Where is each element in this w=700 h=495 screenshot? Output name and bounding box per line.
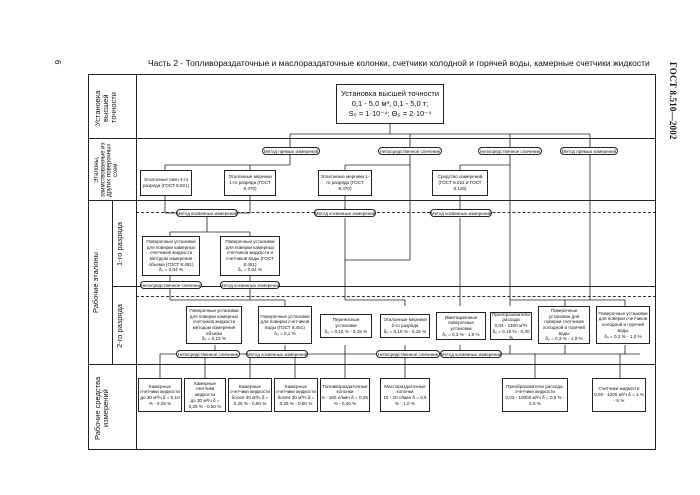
instrument-spec: 0,06 - 1200 м³/ч δ = 1 % - 5 % [594, 392, 644, 403]
grade2-accuracy: δ₀ = 0,15 % [201, 336, 226, 342]
grade2-accuracy: δ₀ = 0,10 % - 0,15 % [383, 328, 427, 334]
method-direct-oval: Метод прямых измерений [262, 147, 320, 155]
instrument-name: Камерные счетчики жидкости [276, 383, 316, 395]
method-volume-oval: Метод косвенных измерений [246, 350, 308, 358]
grade2-name: Поверочные установки для поверки счетчик… [598, 310, 648, 333]
instrument-spec: 10 - 20 л/мин δ = 0,5 % - 1,0 % [383, 395, 427, 406]
grade1-setup-box: Поверочные установки для поверки камерны… [220, 236, 280, 276]
grade2-accuracy: 0,03 - 1400 м³/ч δ₀ = 0,15 % - 0,30 % [492, 323, 530, 340]
borrowed-standard-box: Эталонные мерники 1-го разряда (ГОСТ 8.4… [224, 170, 276, 196]
grade2-name: Переносные установки [332, 317, 360, 329]
borrowed-standard-box: Эталонные мерники 1-го разряда (ГОСТ 8.4… [318, 170, 372, 196]
instrument-box: Преобразователи расхода, счетчики жидкос… [502, 378, 568, 412]
grade1-setup-accuracy: δ₀ = 0,04 % [158, 267, 183, 273]
instrument-name: Маслораздаточные колонки [384, 383, 426, 395]
grade2-accuracy: δ₀ = 0,3 % - 1,0 % [442, 331, 480, 337]
borrowed-standard-box: Эталонные пикн 4-го разряда (ГОСТ 8.021) [140, 170, 192, 196]
grade2-box: Преобразователи расхода 0,03 - 1400 м³/ч… [490, 312, 532, 340]
section-line [112, 286, 656, 287]
instrument-name: Камерные счетчики жидкости [194, 380, 216, 398]
section-subcolumn-divider [112, 200, 113, 364]
instrument-box: Топливораздаточные колонки 5 - 160 л/мин… [320, 378, 370, 412]
instrument-name: Камерные счетчики жидкости [230, 383, 270, 395]
method-volume-oval: Метод косвенных измерений [430, 209, 492, 217]
diagram-frame [88, 74, 656, 450]
part-title: Часть 2 - Топливораздаточные и маслоразд… [148, 58, 650, 68]
instrument-spec: более 30 м³/ч δ = 0,25 % - 0,50 % [277, 395, 315, 406]
method-volume-oval: Метод косвенных измерений [176, 209, 238, 217]
instrument-box: Камерные счетчики жидкости более 30 м³/ч… [228, 378, 272, 412]
grade2-name: Эталонные мерники 2-го разряда [383, 317, 427, 329]
grade1-setup-name: Поверочные установки для поверки камерны… [225, 238, 275, 267]
instrument-name: Счетчики жидкости [598, 386, 640, 392]
grade2-box: Имитационные поверочные установки δ₀ = 0… [436, 312, 486, 340]
grade2-name: Поверочные установки для поверки счетчик… [543, 307, 585, 336]
top-standard-accuracy: S₀ = 1·10⁻⁴; Θ₀ = 2·10⁻⁴ [348, 109, 432, 119]
instrument-spec: 0,03 - 10000 м³/ч δ = 0,5 % - 2,5 % [505, 395, 565, 406]
instrument-box: Камерные счетчики жидкости до 30 м³/ч δ … [184, 378, 226, 412]
grade1-setup-name: Поверочные установки для поверки камерны… [146, 238, 196, 267]
grade2-box: Поверочные установки для поверки камерны… [186, 306, 242, 344]
section-column-divider [136, 74, 137, 450]
grade2-name: Поверочные установки для поверки камерны… [189, 307, 239, 336]
grade2-box: Поверочные установки для поверки счетчик… [538, 306, 590, 344]
dashed-line [136, 212, 656, 213]
instrument-name: Камерные счетчики жидкости [140, 383, 180, 395]
grade2-accuracy: δ₀ = 0,10 % - 0,15 % [324, 328, 368, 334]
instrument-box: Счетчики жидкости 0,06 - 1200 м³/ч δ = 1… [592, 378, 646, 412]
instrument-box: Камерные счетчики жидкости более 30 м³/ч… [274, 378, 318, 412]
grade2-box: Переносные установки δ₀ = 0,10 % - 0,15 … [320, 314, 372, 338]
grade2-accuracy: δ₀ = 0,3 % - 1,0 % [545, 336, 583, 342]
instrument-name: Топливораздаточные колонки [322, 383, 368, 395]
method-volume-oval: Метод косвенных измерений [219, 281, 281, 289]
top-standard-range: 0,1 - 5,0 м³; 0,1 - 5,0 т; [351, 98, 429, 108]
instrument-spec: до 30 м³/ч δ = 0,10 % - 0,25 % [140, 395, 180, 406]
grade2-accuracy: δ₀ = 0,3 % - 1,0 % [604, 333, 642, 339]
section-line [88, 364, 656, 365]
grade2-name: Поверочные установки для поверки счетчик… [260, 313, 310, 330]
instrument-name: Преобразователи расхода, счетчики жидкос… [506, 383, 564, 395]
top-standard-title: Установка высшей точности [340, 88, 440, 98]
grade2-name: Преобразователи расхода [492, 311, 530, 323]
grade1-setup-box: Поверочные установки для поверки камерны… [142, 236, 200, 276]
instrument-spec: более 30 м³/ч δ = 0,25 % - 0,50 % [231, 395, 269, 406]
grade2-box: Эталонные мерники 2-го разряда δ₀ = 0,10… [380, 314, 430, 338]
method-direct-oval: Метод прямых измерений [560, 147, 618, 155]
grade2-box: Поверочные установки для поверки счетчик… [258, 306, 312, 344]
dashed-line [136, 296, 656, 297]
grade2-accuracy: δ₀ = 0,1 % [274, 330, 296, 336]
method-volume-oval: Метод косвенных измерений [440, 350, 502, 358]
instrument-box: Камерные счетчики жидкости до 30 м³/ч δ … [138, 378, 182, 412]
grade2-box: Поверочные установки для поверки счетчик… [596, 306, 650, 344]
instrument-spec: 5 - 160 л/мин δ = 0,25 % - 0,40 % [322, 395, 368, 406]
method-volume-oval: Метод косвенных измерений [314, 209, 376, 217]
grade1-setup-accuracy: δ₀ = 0,04 % [237, 267, 262, 273]
grade2-name: Имитационные поверочные установки [444, 314, 478, 331]
top-standard-box: Установка высшей точности 0,1 - 5,0 м³; … [336, 84, 444, 124]
method-compare-oval: Непосредственное сличение [378, 147, 442, 155]
method-compare-oval: Непосредственное сличение [478, 147, 542, 155]
instrument-box: Маслораздаточные колонки 10 - 20 л/мин δ… [380, 378, 430, 412]
method-compare-oval: Непосредственное сличение [140, 281, 202, 289]
method-compare-oval: Непосредственное сличение [376, 350, 440, 358]
standard-designation: ГОСТ 8.510—2002 [668, 62, 678, 140]
method-compare-oval: Непосредственное сличение [176, 350, 240, 358]
borrowed-standard-box: Средство измерений (ГОСТ 8.022 и ГОСТ 8.… [432, 170, 488, 196]
instrument-spec: до 30 м³/ч δ = 0,25 % - 0,50 % [188, 397, 222, 409]
section-line [88, 200, 656, 201]
section-line [88, 138, 656, 139]
